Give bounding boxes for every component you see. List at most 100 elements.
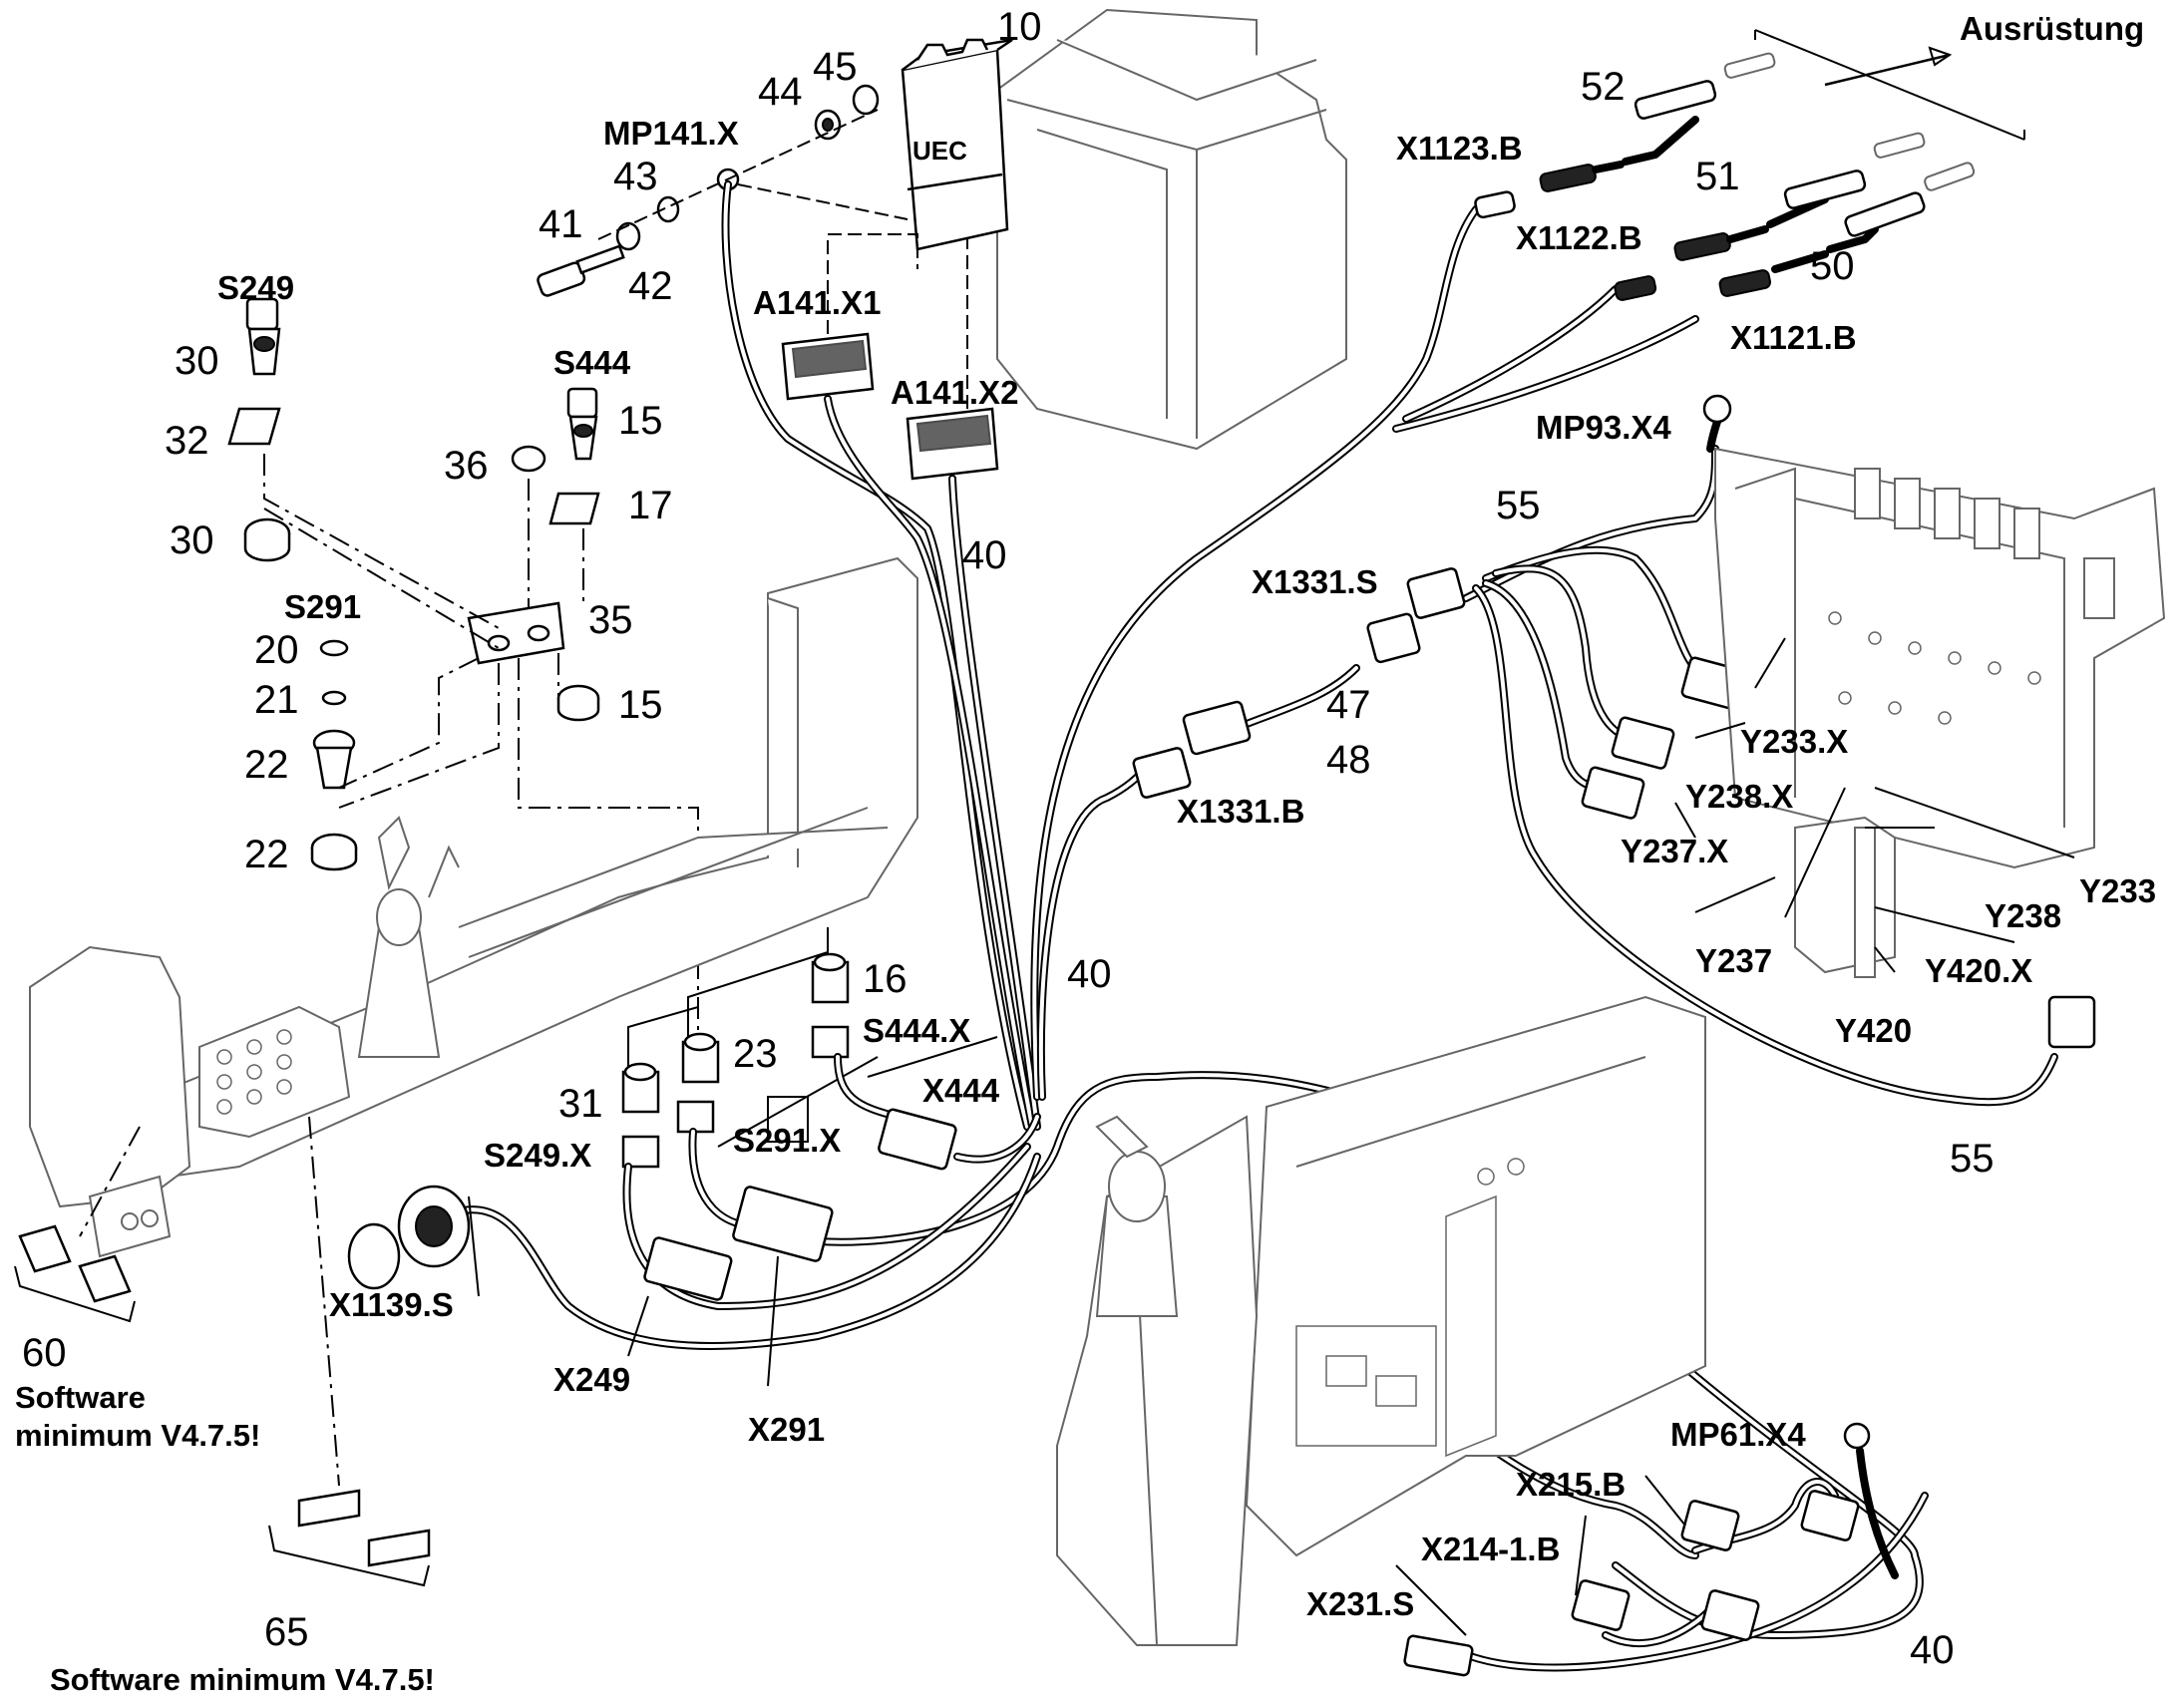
joystick-icon [1095, 1115, 1179, 1317]
hardware-41-45 [537, 84, 908, 297]
label-42: 42 [628, 264, 673, 308]
label-43: 43 [613, 155, 658, 198]
label-15b: 15 [618, 683, 663, 727]
uec-control-unit: UEC [901, 38, 1013, 251]
label-41: 41 [539, 202, 583, 246]
label-s291: S291 [284, 588, 361, 625]
label-y420: Y420 [1835, 1012, 1912, 1049]
connector-plug-icon [1673, 232, 1731, 261]
connector-plug-icon [643, 1236, 733, 1301]
label-21: 21 [254, 678, 299, 722]
connector-plug-icon [1924, 162, 1976, 191]
push-button-icon [621, 1062, 660, 1114]
connector-plug-icon [1844, 191, 1926, 237]
connector-plug-icon [1614, 275, 1657, 301]
joystick-icon [357, 816, 460, 1058]
label-40c: 40 [1910, 1628, 1955, 1672]
push-button-icon [681, 1032, 720, 1084]
connector-plug-icon [1539, 164, 1597, 192]
label-ausruestung: Ausrüstung [1960, 10, 2144, 47]
connector-plug-icon [1581, 766, 1645, 820]
label-50: 50 [1810, 244, 1855, 288]
label-x231s: X231.S [1306, 1585, 1414, 1622]
label-20: 20 [254, 628, 299, 672]
label-s444x: S444.X [863, 1012, 970, 1049]
label-x1123b: X1123.B [1396, 130, 1523, 167]
label-22a: 22 [244, 743, 289, 787]
push-button-icon [312, 729, 356, 790]
uec-label: UEC [912, 136, 967, 166]
connector-plug-icon [1800, 1490, 1860, 1541]
label-s291x: S291.X [733, 1122, 841, 1159]
connector-plug-icon [1611, 716, 1675, 770]
relays [621, 927, 879, 1169]
key-switch-icon [245, 297, 281, 376]
label-35: 35 [588, 598, 633, 642]
label-30a: 30 [175, 339, 219, 383]
connector-plug-icon [1718, 269, 1772, 297]
label-32: 32 [165, 419, 209, 463]
connector-plugs [14, 29, 2096, 1677]
push-button-icon [811, 952, 850, 1004]
label-y233: Y233 [2079, 872, 2156, 909]
label-44: 44 [758, 70, 803, 114]
label-x1122b: X1122.B [1516, 219, 1642, 256]
label-15a: 15 [618, 399, 663, 443]
connector-plug-icon [2047, 995, 2096, 1049]
label-55a: 55 [1496, 484, 1541, 527]
label-10: 10 [997, 5, 1042, 49]
connector-plug-icon [1403, 1634, 1474, 1677]
connector-plug-icon [1873, 132, 1926, 159]
key-switch-icon [566, 387, 598, 461]
label-47: 47 [1326, 683, 1371, 727]
label-software-1a: Software [15, 1380, 146, 1415]
connector-plug-icon [1182, 700, 1252, 756]
connector-plug-icon [1406, 567, 1466, 619]
label-y238: Y238 [1985, 897, 2061, 934]
label-mp61x4: MP61.X4 [1670, 1416, 1806, 1453]
label-x1121b: X1121.B [1730, 319, 1857, 356]
label-x249: X249 [553, 1361, 630, 1398]
label-s249: S249 [217, 269, 294, 306]
label-65: 65 [264, 1610, 309, 1654]
label-mp93x4: MP93.X4 [1536, 409, 1671, 446]
label-x215b: X215.B [1516, 1466, 1626, 1503]
operator-console [29, 556, 918, 1258]
label-a141x2: A141.X2 [891, 374, 1018, 411]
label-x1331b: X1331.B [1177, 793, 1304, 830]
label-55b: 55 [1950, 1137, 1995, 1181]
connector-plug-icon [1680, 1500, 1740, 1551]
label-y233x: Y233.X [1740, 723, 1848, 760]
connector-plug-icon [1634, 80, 1717, 120]
label-software-2: Software minimum V4.7.5! [50, 1662, 435, 1697]
label-23: 23 [733, 1032, 778, 1076]
connector-plug-icon [1700, 1589, 1760, 1641]
connector-plug-icon [1366, 612, 1421, 664]
label-51: 51 [1695, 155, 1740, 198]
label-52: 52 [1581, 65, 1626, 109]
label-y237: Y237 [1695, 942, 1772, 979]
label-mp141x: MP141.X [603, 115, 739, 152]
label-y238x: Y238.X [1685, 778, 1793, 815]
label-y237x: Y237.X [1621, 833, 1728, 869]
label-x291: X291 [748, 1411, 825, 1448]
label-a141x1: A141.X1 [753, 284, 881, 321]
battery-box [996, 8, 1347, 451]
label-31: 31 [558, 1082, 603, 1126]
label-software-1b: minimum V4.7.5! [15, 1418, 260, 1453]
label-17: 17 [628, 484, 673, 527]
label-60: 60 [22, 1331, 67, 1375]
connector-plug-icon [1723, 52, 1776, 79]
connector-plug-icon [1571, 1579, 1631, 1631]
leader-lines [468, 637, 2075, 1636]
label-s444: S444 [553, 344, 631, 381]
a141-connectors [781, 233, 999, 481]
label-40a: 40 [962, 533, 1007, 577]
cab-control-unit [1056, 995, 1706, 1646]
label-48: 48 [1326, 738, 1371, 782]
ring-terminal-icon [1702, 394, 1732, 424]
valve-block-icon [1714, 447, 2166, 978]
label-x2141b: X214-1.B [1421, 1531, 1560, 1567]
label-x1139s: X1139.S [329, 1286, 454, 1323]
